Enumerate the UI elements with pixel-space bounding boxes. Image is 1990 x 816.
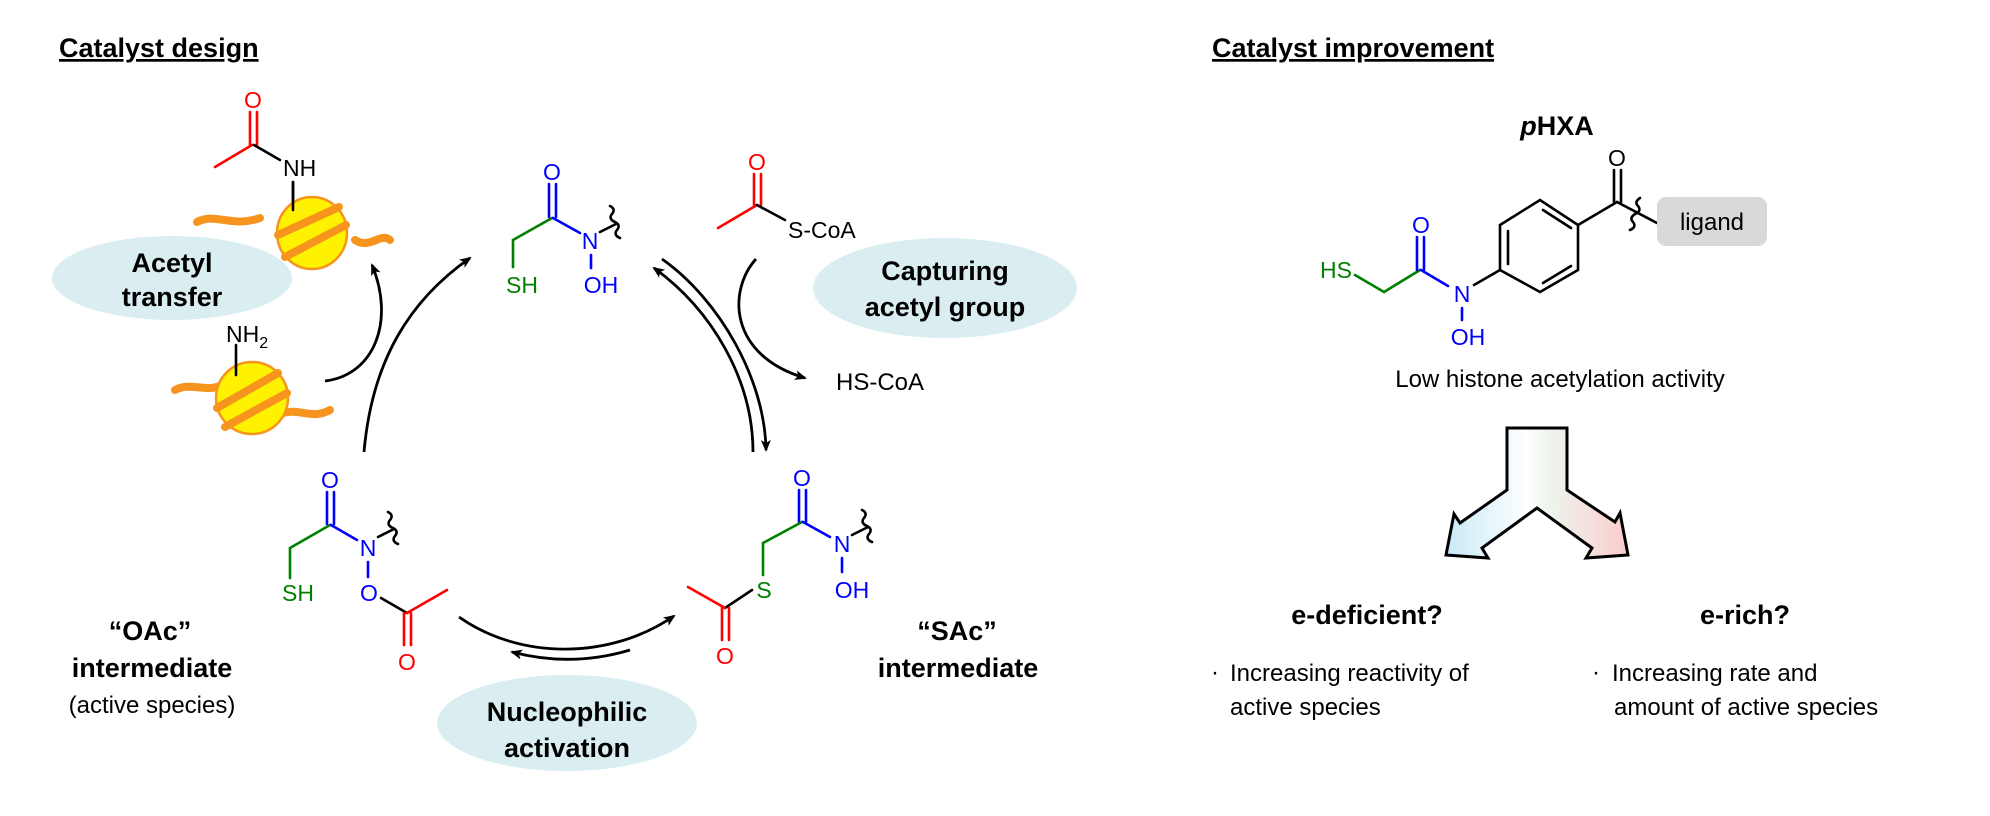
hs-coa-label: HS-CoA xyxy=(836,369,924,396)
squiggle-bond xyxy=(386,510,400,546)
oac-intermediate-structure: O SH N O O xyxy=(282,467,449,675)
branch-heading: e-deficient? xyxy=(1291,600,1443,630)
acetyl-transfer-line2: transfer xyxy=(122,282,223,312)
branch-line1: Increasing reactivity of xyxy=(1230,660,1469,687)
sac-s-label: S xyxy=(756,577,771,603)
catalyst-improvement-panel: Catalyst improvement pHXA HS O N OH O xyxy=(1211,33,1878,721)
arrow-coa-release xyxy=(737,258,807,380)
capturing-ellipse xyxy=(813,238,1077,338)
nucleophilic-activation-label: Nucleophilic activation xyxy=(437,675,697,771)
branch-line2: active species xyxy=(1230,694,1381,721)
nucleophilic-line2: activation xyxy=(504,733,630,763)
s-coa-label: S-CoA xyxy=(788,217,856,243)
benzene-ring xyxy=(1498,198,1580,294)
sac-n-label: N xyxy=(834,531,851,557)
nucleophilic-ellipse xyxy=(437,675,697,771)
arrow-oac-to-sac xyxy=(458,614,676,651)
catalyst-structure: O SH N OH xyxy=(506,159,622,298)
ligand-label: ligand xyxy=(1680,209,1744,236)
branch-bullet: · xyxy=(1211,659,1219,686)
sac-o-label: O xyxy=(793,465,811,491)
histone-tail-right xyxy=(351,234,394,248)
acetylated-nh-label: NH xyxy=(283,155,316,181)
acetyl-transfer-line1: Acetyl xyxy=(131,248,212,278)
catalyst-o-label: O xyxy=(543,159,561,185)
arrow-histone-acetylation xyxy=(324,263,383,383)
arrow-sac-to-catalyst xyxy=(652,266,755,453)
squiggle-bond xyxy=(860,508,874,544)
phxa-hs-label: HS xyxy=(1320,257,1352,283)
histone-tail-right-2 xyxy=(279,406,334,419)
catalyst-oh-label: OH xyxy=(584,272,619,298)
oac-acyl-o-label: O xyxy=(398,649,416,675)
acetyl-coa-o-label: O xyxy=(748,149,766,175)
squiggle-bond xyxy=(608,204,622,240)
branch-heading: e-rich? xyxy=(1700,600,1790,630)
catalyst-n-label: N xyxy=(582,228,599,254)
catalyst-design-panel: Catalyst design Acetyl transfer Capturin… xyxy=(52,33,1077,771)
phxa-n-label: N xyxy=(1454,281,1471,307)
split-arrow xyxy=(1444,426,1630,560)
phxa-o-label: O xyxy=(1412,212,1430,238)
arrow-oac-to-catalyst xyxy=(362,256,472,453)
oac-o-label: O xyxy=(321,467,339,493)
oac-line3: (active species) xyxy=(69,692,236,719)
oac-o2-label: O xyxy=(360,580,378,606)
arrow-sac-to-oac xyxy=(510,648,631,661)
branch-line1: Increasing rate and xyxy=(1612,660,1817,687)
activity-note: Low histone acetylation activity xyxy=(1395,366,1725,393)
capturing-line2: acetyl group xyxy=(865,292,1026,322)
oac-n-label: N xyxy=(360,535,377,561)
phxa-structure: HS O N OH O ligand xyxy=(1320,145,1767,350)
compound-name: pHXA xyxy=(1519,111,1594,141)
sac-oh-label: OH xyxy=(835,577,870,603)
phxa-oh-label: OH xyxy=(1451,324,1486,350)
acetylated-histone: O NH xyxy=(193,87,394,271)
branch-bullet: · xyxy=(1592,659,1600,686)
catalyst-design-title: Catalyst design xyxy=(59,33,259,63)
histone-tail-left xyxy=(193,214,264,226)
acetyl-transfer-label: Acetyl transfer xyxy=(52,236,292,320)
acetyl-coa: O S-CoA xyxy=(716,149,856,243)
oac-sh-label: SH xyxy=(282,580,314,606)
sac-intermediate-structure: O S N OH O xyxy=(686,465,874,669)
branch-e-deficient: e-deficient? · Increasing reactivity of … xyxy=(1211,600,1469,721)
branch-line2: amount of active species xyxy=(1614,694,1878,721)
squiggle-bond xyxy=(1628,196,1642,232)
sac-line2: intermediate xyxy=(878,653,1039,683)
arrow-catalyst-to-sac xyxy=(661,257,771,452)
acetyl-o-label: O xyxy=(244,87,262,113)
capturing-acetyl-label: Capturing acetyl group xyxy=(813,238,1077,338)
nh2-label: NH2 xyxy=(226,321,268,352)
acetyl-transfer-ellipse xyxy=(52,236,292,320)
histone-tail-left-2 xyxy=(171,382,224,394)
sac-name: “SAc” xyxy=(917,616,997,646)
oac-line2: intermediate xyxy=(72,653,233,683)
sac-acyl-o-label: O xyxy=(716,643,734,669)
ligand-box xyxy=(1657,197,1767,246)
free-histone: NH2 xyxy=(171,321,334,436)
branch-e-rich: e-rich? · Increasing rate and amount of … xyxy=(1592,600,1878,721)
nucleophilic-line1: Nucleophilic xyxy=(487,697,648,727)
catalyst-improvement-title: Catalyst improvement xyxy=(1212,33,1494,63)
catalyst-sh-label: SH xyxy=(506,272,538,298)
phxa-ketone-o-label: O xyxy=(1608,145,1626,171)
capturing-line1: Capturing xyxy=(881,256,1009,286)
oac-name: “OAc” xyxy=(109,616,192,646)
